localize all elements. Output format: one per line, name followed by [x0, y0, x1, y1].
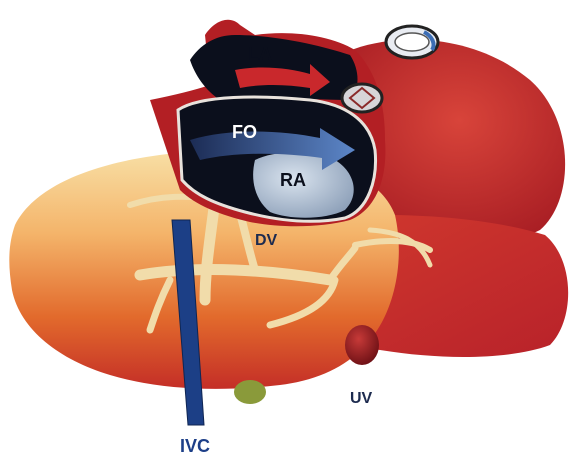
label-uv: UV [350, 390, 373, 407]
label-ivc: IVC [180, 436, 210, 456]
label-ra: RA [280, 170, 306, 190]
umbilical-vein [345, 325, 379, 365]
label-la: LA [248, 44, 272, 64]
label-fo: FO [232, 122, 257, 142]
label-dv: DV [255, 232, 278, 249]
gallbladder [234, 380, 266, 404]
